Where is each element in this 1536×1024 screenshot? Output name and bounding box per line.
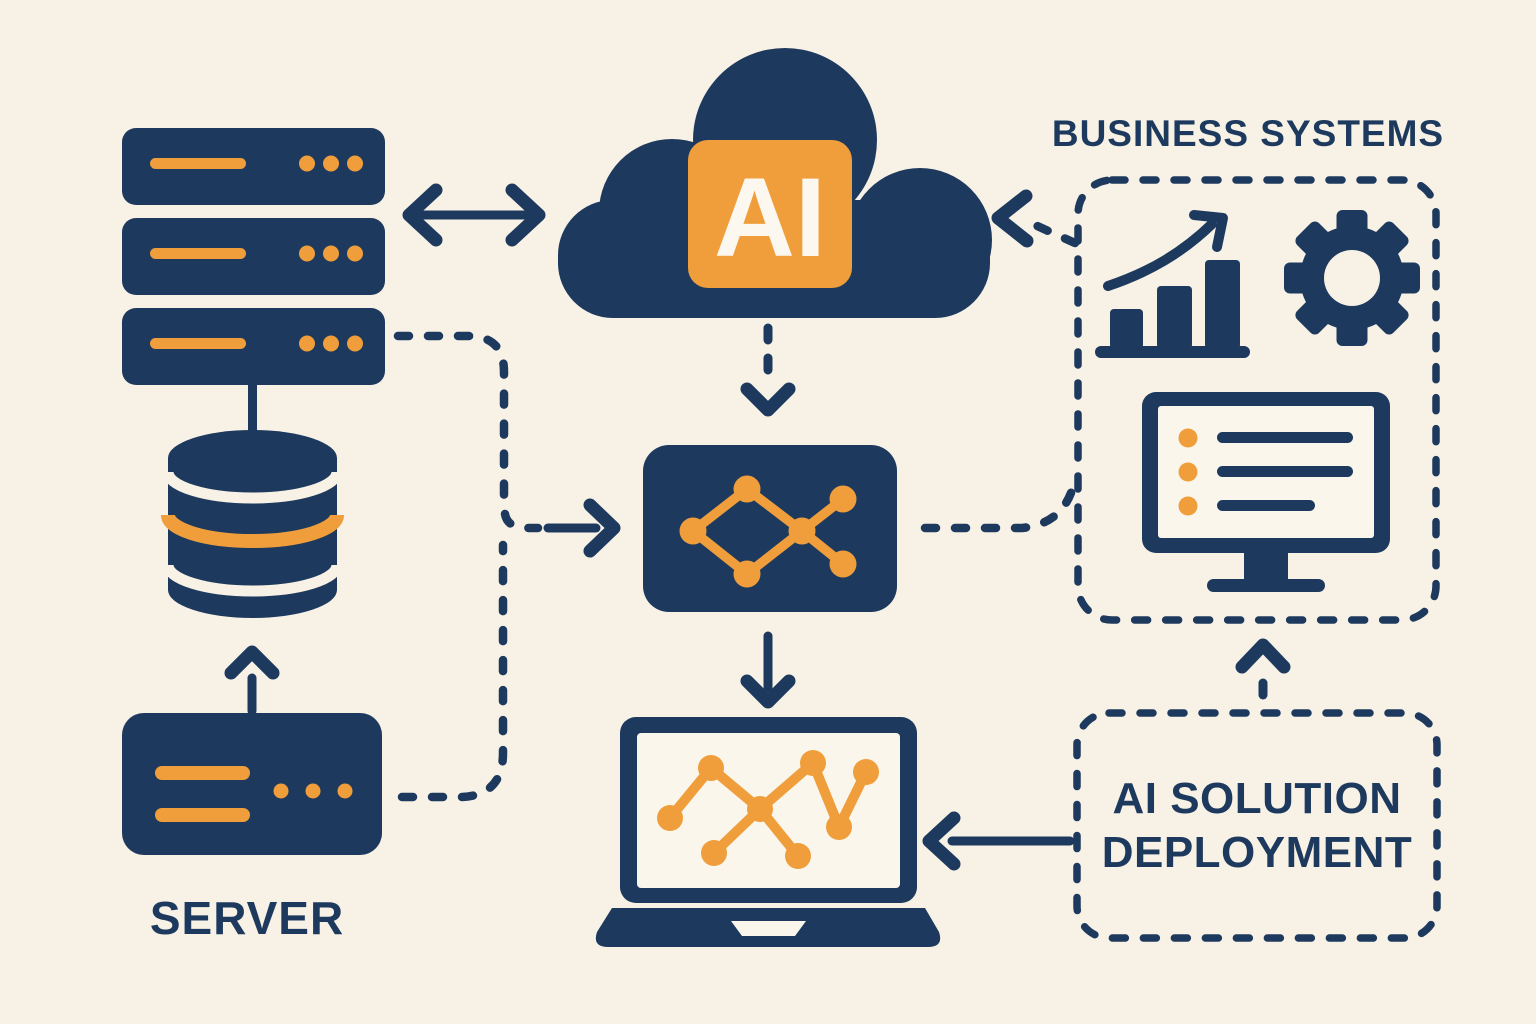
database-orange-band	[161, 514, 344, 548]
cloud-icon: AI	[558, 48, 992, 318]
server-card-bar	[155, 808, 250, 822]
server-label: SERVER	[150, 892, 344, 944]
gear-icon	[1284, 210, 1420, 346]
monitor-checklist-icon	[1142, 392, 1390, 592]
cloud-to-network-arrow	[740, 323, 796, 417]
rack-unit	[122, 218, 385, 295]
network-graph-icon	[643, 445, 897, 612]
network-feed-arrow	[500, 498, 621, 558]
rack-led-bar	[150, 338, 246, 349]
business-systems-label: BUSINESS SYSTEMS	[1052, 113, 1444, 154]
bidirectional-arrow	[402, 183, 546, 247]
growth-chart-icon	[1095, 210, 1250, 358]
deployment-label-line1: AI SOLUTION	[1112, 774, 1401, 823]
rack-to-network-connector	[393, 331, 509, 513]
business-to-cloud-arrow	[991, 189, 1080, 248]
laptop-graph-nodes	[657, 750, 879, 869]
server-rack-icon	[122, 128, 385, 435]
server-card-icon	[122, 713, 382, 855]
server-to-database-arrow	[224, 645, 280, 716]
rack-led-bar	[150, 158, 246, 169]
network-nodes	[679, 475, 857, 588]
network-to-laptop-arrow	[740, 631, 796, 709]
network-to-business-connector	[920, 482, 1078, 533]
card-to-network-connector	[397, 540, 508, 802]
ai-badge	[688, 140, 852, 288]
laptop-base-notch	[731, 921, 806, 936]
rack-unit	[122, 308, 385, 385]
deployment-to-business-arrow	[1235, 638, 1291, 716]
database-cylinder-icon	[161, 430, 344, 618]
rack-dots	[299, 155, 363, 352]
rack-unit	[122, 128, 385, 205]
rack-db-connector	[248, 385, 257, 435]
rack-led-bar	[150, 248, 246, 259]
ai-badge-label: AI	[714, 155, 826, 280]
laptop-analytics-icon	[595, 717, 941, 947]
deployment-label-line2: DEPLOYMENT	[1102, 828, 1413, 877]
server-card-bar	[155, 766, 250, 780]
deployment-to-laptop-arrow	[922, 811, 1075, 871]
business-systems-box	[1074, 176, 1440, 624]
